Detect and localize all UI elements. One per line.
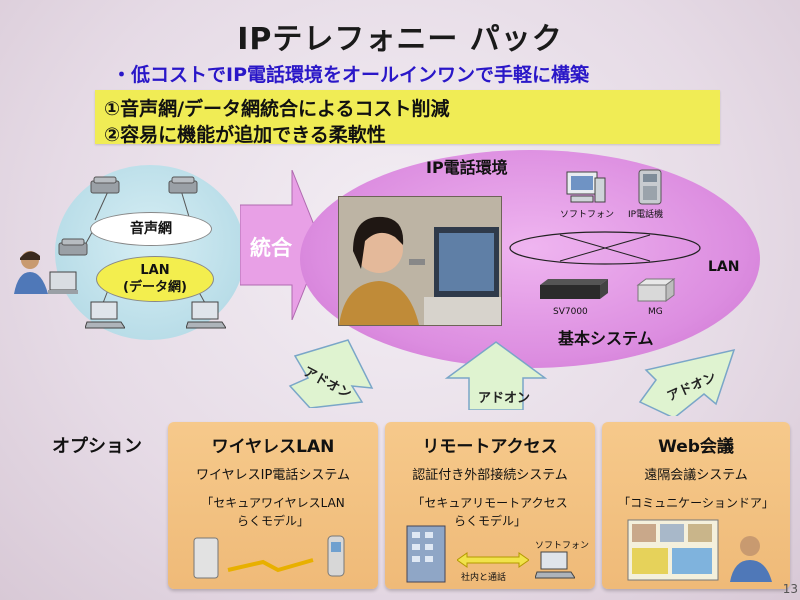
desk-phone-icon xyxy=(168,176,198,194)
ip-phone-icon xyxy=(638,169,662,205)
option-subtitle: 認証付き外部接続システム xyxy=(412,468,568,483)
operator-illustration xyxy=(339,197,501,325)
desk-phone-icon xyxy=(58,238,88,256)
key-points-box xyxy=(95,90,720,144)
lan-ring xyxy=(509,231,701,265)
model-line-2: らくモデル」 xyxy=(236,514,309,528)
office-building-icon xyxy=(406,525,446,583)
data-network-label: (データ網) xyxy=(123,280,187,295)
sv7000-server-icon xyxy=(540,279,608,299)
laptop-icon xyxy=(186,301,226,329)
call-label: 社内と通話 xyxy=(461,573,507,583)
ip-phone-label: IP電話機 xyxy=(628,210,664,220)
option-title: リモートアクセス xyxy=(422,437,558,457)
web-conference-screen-icon xyxy=(627,519,772,582)
lan-data-network-oval: LAN (データ網) xyxy=(96,256,214,302)
option-label: オプション xyxy=(52,436,142,457)
softphone-label: ソフトフォン xyxy=(560,210,615,220)
base-system-label: 基本システム xyxy=(558,329,654,348)
voice-network-oval: 音声網 xyxy=(90,212,212,246)
option-wireless-lan: ワイヤレスLAN ワイヤレスIP電話システム 「セキュアワイヤレスLAN らくモ… xyxy=(168,422,378,589)
two-way-arrow-icon xyxy=(457,552,529,568)
point-cost-reduction: ①音声網/データ網統合によるコスト削減 xyxy=(104,98,450,120)
ip-lan-label: LAN xyxy=(708,259,740,275)
model-line-1: 「セキュアワイヤレスLAN xyxy=(201,496,345,510)
model-line-2: らくモデル」 xyxy=(453,514,526,528)
slide-title: IPテレフォニー パック xyxy=(237,22,563,57)
option-model: 「セキュアリモートアクセス らくモデル」 xyxy=(385,494,595,530)
addon-arrow-wireless xyxy=(288,339,374,408)
integrate-label: 統合 xyxy=(250,236,292,260)
softphone-label: ソフトフォン xyxy=(535,541,590,551)
laptop-icon xyxy=(535,551,575,579)
mg-label: MG xyxy=(648,307,663,317)
media-gateway-icon xyxy=(636,278,676,302)
laptop-icon xyxy=(85,301,125,329)
option-web-conference: Web会議 遠隔会議システム 「コミュニケーションドア」 xyxy=(602,422,790,589)
model-line-1: 「セキュアリモートアクセス xyxy=(412,496,568,510)
option-subtitle: 遠隔会議システム xyxy=(644,468,748,483)
lan-label: LAN xyxy=(140,263,170,278)
option-model: 「コミュニケーションドア」 xyxy=(618,496,774,510)
desk-phone-icon xyxy=(90,176,120,194)
option-title: Web会議 xyxy=(658,437,734,457)
point-flexibility: ②容易に機能が追加できる柔軟性 xyxy=(104,124,386,146)
addon-arrow-remote xyxy=(444,341,548,410)
sv7000-label: SV7000 xyxy=(553,307,588,317)
option-subtitle: ワイヤレスIP電話システム xyxy=(196,468,350,483)
addon-arrow-webconf xyxy=(638,348,736,416)
slide-subtitle: ・低コストでIP電話環境をオールインワンで手軽に構築 xyxy=(112,64,589,86)
wireless-illustration xyxy=(193,535,345,579)
addon-label-remote: アドオン xyxy=(478,391,531,406)
operator-photo xyxy=(338,196,502,326)
option-model: 「セキュアワイヤレスLAN らくモデル」 xyxy=(168,494,378,530)
softphone-pc-icon xyxy=(566,171,606,203)
option-title: ワイヤレスLAN xyxy=(211,437,335,457)
person-at-computer-icon xyxy=(14,251,78,294)
ip-environment-title: IP電話環境 xyxy=(426,158,508,177)
page-number: 13 xyxy=(782,582,798,596)
option-remote-access: リモートアクセス 認証付き外部接続システム 「セキュアリモートアクセス らくモデ… xyxy=(385,422,595,589)
